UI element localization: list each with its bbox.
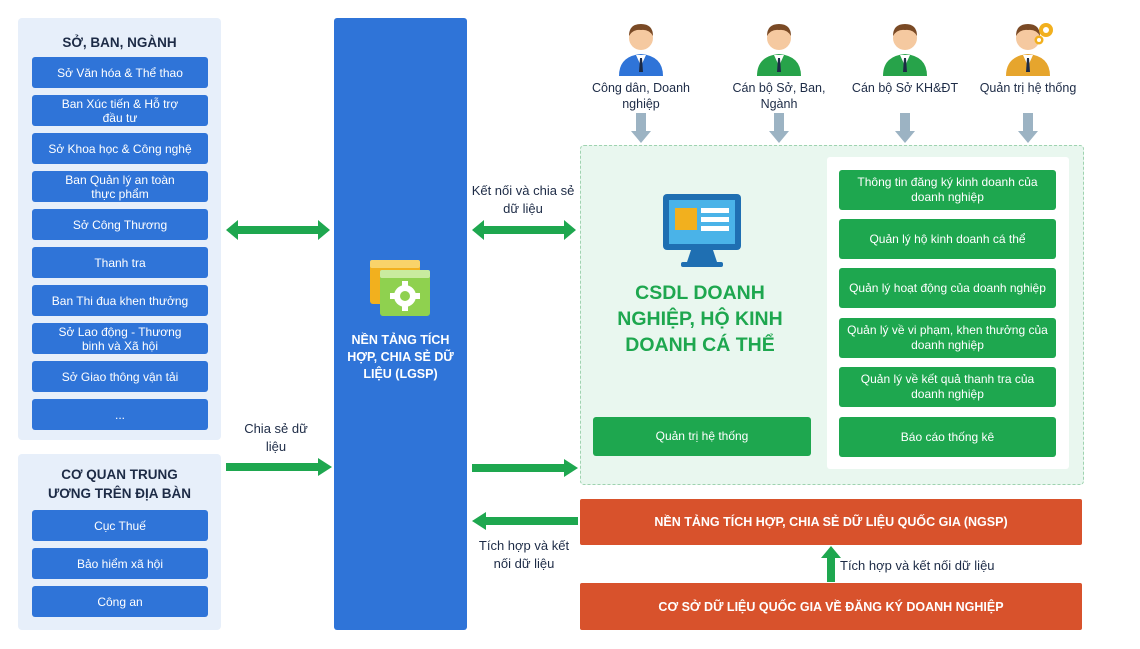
- user-role-label: Cán bộ Sở, Ban, Ngành: [732, 81, 826, 111]
- department-item[interactable]: Sở Lao động - Thương binh và Xã hội: [32, 323, 208, 354]
- department-item[interactable]: Ban Quản lý an toàn thực phẩm: [32, 171, 208, 202]
- national-business-db[interactable]: CƠ SỞ DỮ LIỆU QUỐC GIA VỀ ĐĂNG KÝ DOANH …: [580, 583, 1082, 630]
- right-arrow-central: [226, 458, 332, 476]
- down-arrow: [631, 113, 651, 143]
- down-arrow: [1018, 113, 1038, 143]
- double-arrow-left: [226, 220, 330, 240]
- department-item[interactable]: ...: [32, 399, 208, 430]
- csdl-title: CSDL DOANH NGHIỆP, HỘ KINH DOANH CÁ THỂ: [617, 282, 783, 356]
- ngsp-platform[interactable]: NỀN TẢNG TÍCH HỢP, CHIA SẺ DỮ LIỆU QUỐC …: [580, 499, 1082, 545]
- user-role-label: Công dân, Doanh nghiệp: [592, 81, 690, 111]
- csdl-function-item[interactable]: Quản lý về kết quả thanh tra của doanh n…: [839, 367, 1056, 407]
- department-item[interactable]: Sở Công Thương: [32, 209, 208, 240]
- csdl-function-item[interactable]: Quản lý hoạt động của doanh nghiệp: [839, 268, 1056, 308]
- lgsp-gear-icon: [370, 260, 430, 316]
- department-item[interactable]: Ban Xúc tiến & Hỗ trợ đầu tư: [32, 95, 208, 126]
- central-agency-item[interactable]: Bảo hiểm xã hội: [32, 548, 208, 579]
- integrate-connect-caption: Tích hợp và kết nối dữ liệu: [478, 538, 570, 571]
- double-arrow-middle: [472, 220, 576, 240]
- department-item[interactable]: Sở Văn hóa & Thể thao: [32, 57, 208, 88]
- lgsp-platform[interactable]: NỀN TẢNG TÍCH HỢP, CHIA SẺ DỮ LIỆU (LGSP…: [334, 18, 467, 630]
- csdl-function-item[interactable]: Thông tin đăng ký kinh doanh của doanh n…: [839, 170, 1056, 210]
- csdl-function-item[interactable]: Báo cáo thống kê: [839, 417, 1056, 457]
- admin-gear-icon: [1006, 23, 1053, 76]
- central-agencies-title: CƠ QUAN TRUNG ƯƠNG TRÊN ĐỊA BÀN: [48, 467, 191, 501]
- integrate-connect-vertical-caption: Tích hợp và kết nối dữ liệu: [840, 558, 995, 573]
- user-role-label: Cán bộ Sở KH&ĐT: [851, 81, 959, 95]
- departments-title: SỞ, BAN, NGÀNH: [62, 35, 177, 50]
- department-item[interactable]: Sở Khoa học & Công nghệ: [32, 133, 208, 164]
- lgsp-label: NỀN TẢNG TÍCH HỢP, CHIA SẺ DỮ LIỆU (LGSP…: [347, 333, 454, 381]
- up-arrow-national-db: [821, 546, 841, 582]
- central-agency-item[interactable]: Cục Thuế: [32, 510, 208, 541]
- system-admin-button[interactable]: Quản trị hệ thống: [593, 417, 811, 456]
- user-role-label: Quản trị hệ thống: [979, 81, 1077, 95]
- down-arrow: [895, 113, 915, 143]
- department-item[interactable]: Ban Thi đua khen thưởng: [32, 285, 208, 316]
- down-arrow: [769, 113, 789, 143]
- connect-share-caption: Kết nối và chia sẻ dữ liệu: [471, 183, 575, 216]
- department-item[interactable]: Sở Giao thông vận tải: [32, 361, 208, 392]
- csdl-function-item[interactable]: Quản lý hộ kinh doanh cá thể: [839, 219, 1056, 259]
- citizen-icon: [619, 24, 663, 76]
- officer-icon: [883, 24, 927, 76]
- officer-icon: [757, 24, 801, 76]
- left-arrow-ngsp: [472, 512, 578, 530]
- right-arrow-middle: [472, 459, 578, 477]
- share-data-caption: Chia sẻ dữ liệu: [244, 421, 308, 454]
- csdl-function-item[interactable]: Quản lý về vi phạm, khen thưởng của doan…: [839, 318, 1056, 358]
- central-agency-item[interactable]: Công an: [32, 586, 208, 617]
- department-item[interactable]: Thanh tra: [32, 247, 208, 278]
- computer-monitor-icon: [663, 194, 741, 267]
